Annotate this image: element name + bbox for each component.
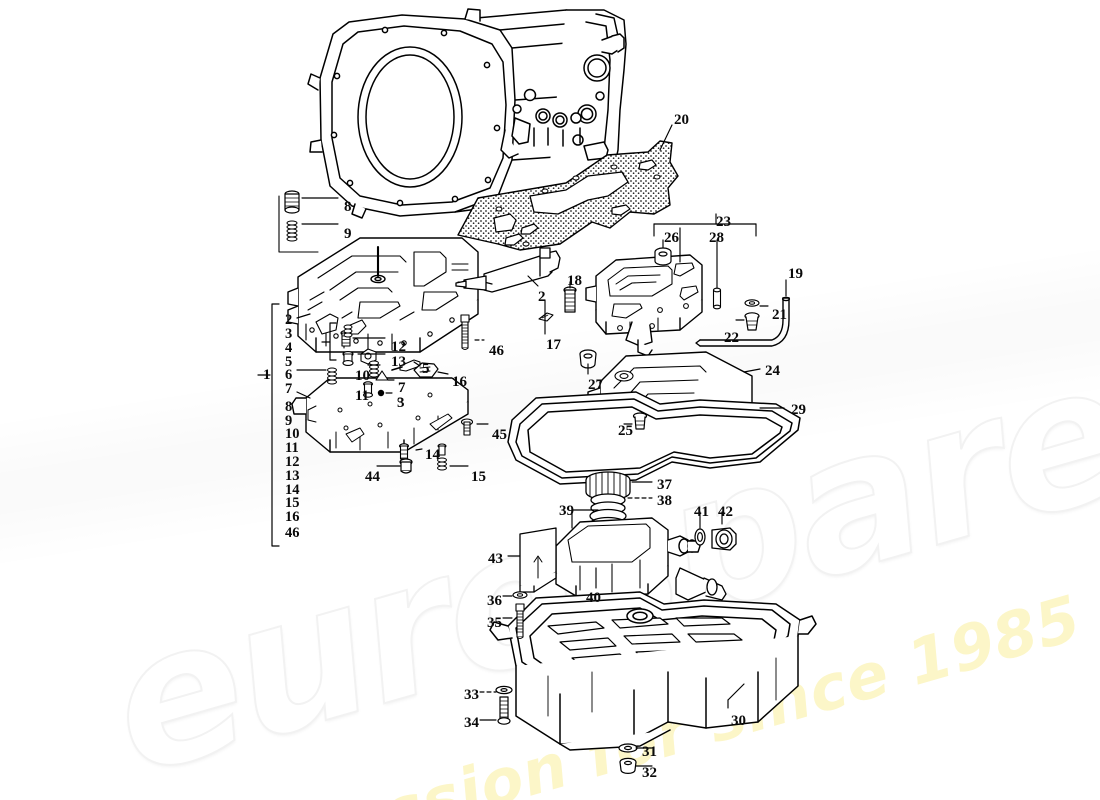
callout-38: 38 [657, 493, 672, 509]
callout-28: 28 [709, 230, 724, 246]
callout-20: 20 [674, 112, 689, 128]
bracket-item-14: 14 [285, 482, 300, 498]
callout-22: 22 [724, 330, 739, 346]
callout-10: 10 [355, 368, 370, 384]
callout-15: 15 [471, 469, 486, 485]
bracket-item-12: 12 [285, 454, 300, 470]
callout-31: 31 [642, 744, 657, 760]
bracket-item-13: 13 [285, 468, 300, 484]
callout-21: 21 [772, 307, 787, 323]
bracket-item-6: 6 [285, 367, 293, 383]
callout-14: 14 [425, 447, 440, 463]
callout-24: 24 [765, 363, 780, 379]
callout-27: 27 [588, 377, 603, 393]
callout-17: 17 [546, 337, 561, 353]
bracket-item-8: 8 [285, 399, 293, 415]
bracket-item-2: 2 [285, 312, 293, 328]
callout-34: 34 [464, 715, 479, 731]
callout-12: 12 [391, 339, 406, 355]
callout-45: 45 [492, 427, 507, 443]
callout-8: 8 [344, 199, 352, 215]
callout-13: 13 [391, 354, 406, 370]
bracket-item-11: 11 [285, 440, 299, 456]
callout-5: 5 [422, 361, 430, 377]
callout-9: 9 [344, 226, 352, 242]
callout-41: 41 [694, 504, 709, 520]
callout-11: 11 [355, 388, 370, 404]
callout-18: 18 [567, 273, 582, 289]
callout-30: 30 [731, 713, 746, 729]
callout-42: 42 [718, 504, 733, 520]
callout-19: 19 [788, 266, 803, 282]
bracket-item-5: 5 [285, 354, 293, 370]
callout-26: 26 [664, 230, 679, 246]
bracket-item-10: 10 [285, 426, 300, 442]
callout-37: 37 [657, 477, 672, 493]
bracket-item-16: 16 [285, 509, 300, 525]
bracket-item-7: 7 [285, 381, 293, 397]
callout-23: 23 [716, 214, 731, 230]
callout-43: 43 [488, 551, 503, 567]
callout-46: 46 [489, 343, 504, 359]
callout-32: 32 [642, 765, 657, 781]
callout-7: 7 [398, 380, 406, 396]
bracket-item-3: 3 [285, 326, 293, 342]
bracket-item-46: 46 [285, 525, 300, 541]
bracket-item-4: 4 [285, 340, 293, 356]
bracket-item-9: 9 [285, 413, 293, 429]
callout-16: 16 [452, 374, 467, 390]
callout-3: 3 [397, 395, 405, 411]
callout-29: 29 [791, 402, 806, 418]
callout-36: 36 [487, 593, 502, 609]
callout-35: 35 [487, 615, 502, 631]
callout-44: 44 [365, 469, 380, 485]
callout-33: 33 [464, 687, 479, 703]
callout-25: 25 [618, 423, 633, 439]
callout-1: 1 [263, 367, 271, 383]
callout-40: 40 [586, 590, 601, 606]
callout-2: 2 [538, 289, 546, 305]
bracket-item-15: 15 [285, 495, 300, 511]
callout-39: 39 [559, 503, 574, 519]
